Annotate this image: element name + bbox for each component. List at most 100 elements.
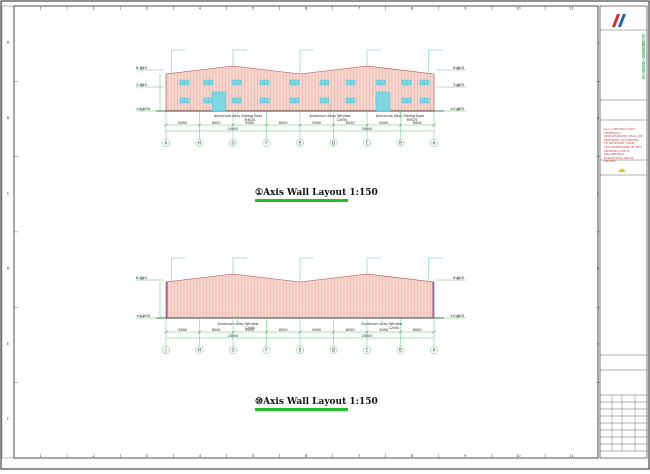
dimension-tick xyxy=(365,330,369,334)
dimension-tick xyxy=(331,123,336,127)
grid-column-number: 8 xyxy=(411,7,413,11)
axis-bubble xyxy=(195,346,204,354)
grid-column-number: 9 xyxy=(464,454,466,458)
level-marker-icon xyxy=(139,315,145,319)
callout-code: C2050 xyxy=(389,326,399,330)
grid-column-number: 3 xyxy=(146,7,148,11)
level-label: ±0.000 xyxy=(450,313,465,318)
callout-code: C2050 xyxy=(245,326,255,330)
axis-bubble xyxy=(329,346,338,354)
level-marker-icon xyxy=(455,84,461,88)
dimension-tick xyxy=(264,330,269,334)
grid-column-number: 10 xyxy=(516,454,520,458)
dimension-tick xyxy=(432,123,436,127)
wall-cladding xyxy=(165,273,435,319)
dimension-tick xyxy=(331,330,336,334)
dimension-tick xyxy=(432,330,436,334)
level-label: 3.000 xyxy=(453,82,464,87)
grid-row-letter: E xyxy=(597,342,599,346)
grid-row-letter: D xyxy=(597,267,600,271)
level-marker-icon xyxy=(139,108,145,112)
axis-label: A xyxy=(433,347,436,352)
callout-label: Aluminum Alloy Sliding Door xyxy=(376,114,425,118)
grid-column-number: 9 xyxy=(464,7,466,11)
dimension-tick xyxy=(164,123,168,127)
dimension-value: 6000 xyxy=(379,328,388,332)
axis-label: F xyxy=(265,347,268,352)
axis-bubble xyxy=(396,139,405,147)
axis-label: H xyxy=(198,140,201,145)
callout-label: Aluminum Alloy Window xyxy=(361,322,402,326)
grid-row-letter: B xyxy=(597,116,599,120)
dimension-tick xyxy=(164,330,168,334)
level-marker-icon xyxy=(455,108,461,112)
dimension-value: 6000 xyxy=(212,121,221,125)
general-notes: ALL CONSTRUCTION MATERIALS, WORKMANSHIP … xyxy=(604,127,643,146)
level-marker-icon xyxy=(455,67,461,71)
callout-label: Aluminum Alloy Window xyxy=(309,114,350,118)
grid-row-letter: F xyxy=(7,417,9,421)
grid-column-number: 2 xyxy=(93,7,95,11)
callout-label: Aluminum Alloy Window xyxy=(217,322,258,326)
axis-label: A xyxy=(433,140,436,145)
grid-column-number: 4 xyxy=(199,7,202,11)
grid-column-number: 7 xyxy=(358,454,360,458)
axis-label: E xyxy=(299,140,302,145)
axis-label: E xyxy=(299,347,302,352)
axis-label: F xyxy=(265,140,268,145)
callout-code: M3025 xyxy=(407,118,418,122)
dimension-tick xyxy=(231,123,235,127)
dimension-value: 6000 xyxy=(413,328,422,332)
grid-row-letter: F xyxy=(597,417,599,421)
dimension-value: 6000 xyxy=(346,121,355,125)
callout-label: Aluminum Alloy Sliding Door xyxy=(214,114,263,118)
axis-bubble xyxy=(262,139,271,147)
level-label: ±0.000 xyxy=(136,106,151,111)
axis-label: D xyxy=(332,140,335,145)
axis-bubble xyxy=(430,346,438,354)
elevation-1: 6.0003.000±0.0006.0003.000±0.000Aluminum… xyxy=(136,49,466,147)
axis-label: C xyxy=(366,347,369,352)
dimension-value: 6000 xyxy=(212,328,221,332)
dimension-value: 6000 xyxy=(379,121,388,125)
axis-bubble xyxy=(229,139,237,147)
level-label: 6.000 xyxy=(453,275,464,280)
level-label: ±0.000 xyxy=(450,106,465,111)
level-marker-icon xyxy=(139,277,145,281)
level-marker-icon xyxy=(139,67,145,71)
grid-column-number: 2 xyxy=(93,454,95,458)
dimension-tick xyxy=(398,330,403,334)
dimension-value: 6000 xyxy=(245,328,254,332)
grid-row-letter: E xyxy=(7,342,9,346)
level-marker-icon xyxy=(455,315,461,319)
axis-bubble xyxy=(162,139,170,147)
layout-2-title: ⑩Axis Wall Layout 1:150 xyxy=(255,397,378,407)
dimension-tick xyxy=(298,330,302,334)
dimension-value: 6000 xyxy=(279,328,288,332)
left-binding-strip xyxy=(1,5,15,459)
level-label: 6.000 xyxy=(136,275,147,280)
grid-column-number: 5 xyxy=(252,454,254,458)
grid-column-number: 1 xyxy=(39,454,41,458)
callout-code: M3025 xyxy=(245,118,256,122)
axis-bubble xyxy=(396,346,405,354)
grid-row-letter: C xyxy=(7,191,10,195)
grid-column-number: 11 xyxy=(569,454,573,458)
grid-column-number: 5 xyxy=(252,7,254,11)
level-label: ±0.000 xyxy=(136,313,151,318)
company-name: 民兴建筑钢结构工程有限公司 xyxy=(642,34,646,80)
dimension-value: 6000 xyxy=(279,121,288,125)
grid-column-number: 1 xyxy=(39,7,41,11)
axis-label: A xyxy=(165,140,168,145)
grid-row-letter: D xyxy=(7,267,10,271)
axis-bubble xyxy=(262,346,271,354)
door xyxy=(211,91,227,112)
grid-row-letter: C xyxy=(597,191,599,195)
axis-bubble xyxy=(229,346,237,354)
grid-column-number: 11 xyxy=(569,7,573,11)
dimension-tick xyxy=(197,123,202,127)
axis-label: B xyxy=(399,140,402,145)
